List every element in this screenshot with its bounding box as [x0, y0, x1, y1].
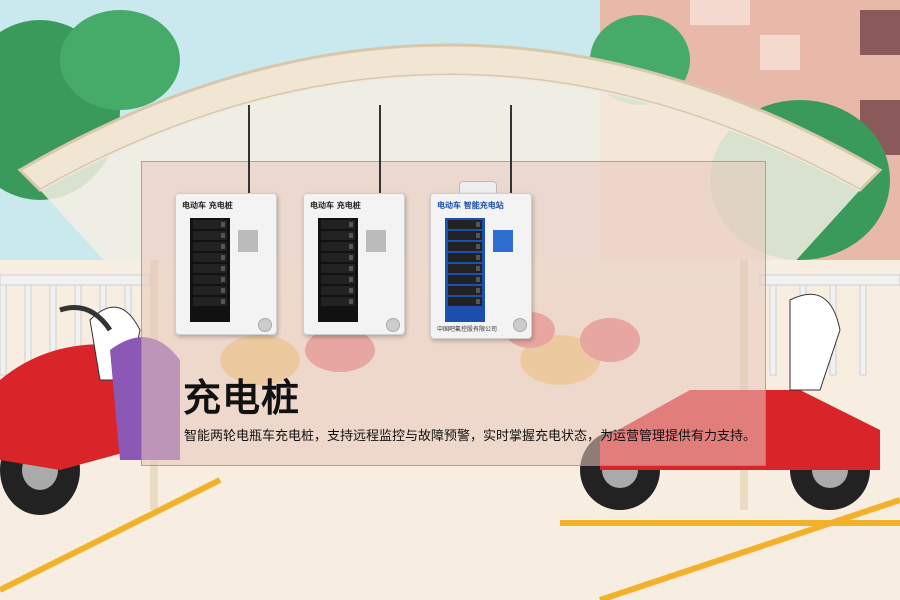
charging-station-device-2: 电动车 充电桩	[303, 193, 405, 335]
antenna-1	[248, 105, 250, 195]
device-brand-label: 电动车 充电桩	[182, 201, 233, 210]
card-description: 智能两轮电瓶车充电桩，支持远程监控与故障预警，实时掌握充电状态，为运营管理提供有…	[184, 429, 757, 444]
socket-column	[445, 218, 485, 322]
charging-station-device-1: 电动车 充电桩	[175, 193, 277, 335]
qr-code-icon	[238, 230, 258, 252]
card-title: 充电桩	[183, 376, 301, 420]
antenna-3	[510, 105, 512, 195]
device-footer-label: 中国吧氟控股有限公司	[437, 326, 498, 333]
qr-code-icon	[493, 230, 513, 252]
charging-station-device-3: 电动车 智能充电站 中国吧氟控股有限公司	[430, 193, 532, 339]
speaker-icon	[258, 318, 272, 332]
qr-code-icon	[366, 230, 386, 252]
device-brand-label: 电动车 充电桩	[310, 201, 361, 210]
speaker-icon	[386, 318, 400, 332]
socket-column	[318, 218, 358, 322]
socket-column	[190, 218, 230, 322]
speaker-icon	[513, 318, 527, 332]
device-brand-label: 电动车 智能充电站	[437, 201, 504, 210]
antenna-2	[379, 105, 381, 195]
